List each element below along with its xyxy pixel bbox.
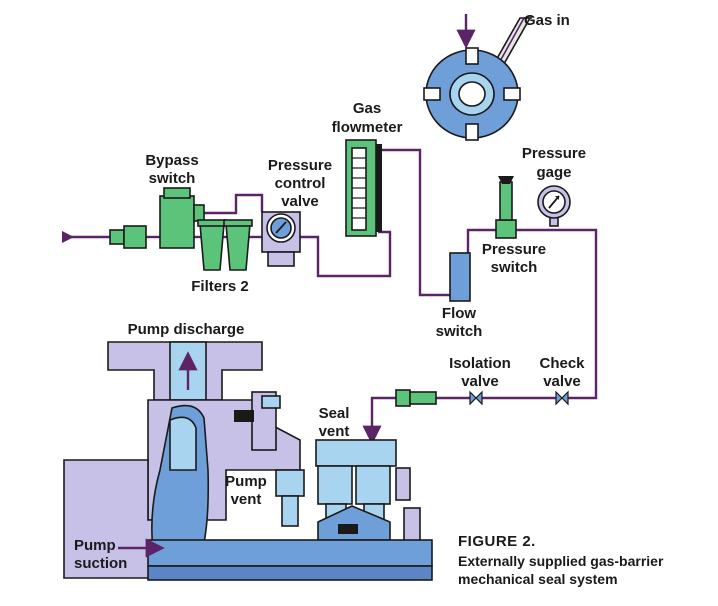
label-pressure-switch-2: switch xyxy=(491,259,538,276)
label-pump-vent-2: vent xyxy=(231,491,262,508)
gas-flowmeter xyxy=(345,139,382,237)
label-seal-vent-2: vent xyxy=(319,423,350,440)
label-pressure-control-valve-1: Pressure xyxy=(268,157,332,174)
label-check-valve-1: Check xyxy=(539,355,585,372)
label-pressure-switch-1: Pressure xyxy=(482,241,546,258)
label-gas-flowmeter-2: flowmeter xyxy=(332,119,403,136)
label-bypass-switch-1: Bypass xyxy=(145,152,198,169)
caption-title: FIGURE 2. xyxy=(458,533,536,550)
label-pump-vent-1: Pump xyxy=(225,473,267,490)
caption-line-2: mechanical seal system xyxy=(458,571,618,587)
figure-caption: FIGURE 2. Externally supplied gas-barrie… xyxy=(458,533,664,587)
label-flow-switch-1: Flow xyxy=(442,305,476,322)
inlet-arrow-icon xyxy=(62,231,74,243)
label-pump-suction-2: suction xyxy=(74,555,127,572)
isolation-valve xyxy=(469,390,483,406)
pressure-gage xyxy=(537,185,571,227)
gas-inlet-ring xyxy=(423,17,532,141)
pump xyxy=(63,341,433,581)
label-check-valve-2: valve xyxy=(543,373,581,390)
pressure-switch xyxy=(495,176,517,239)
label-pressure-gage-2: gage xyxy=(536,164,571,181)
label-pressure-control-valve-3: valve xyxy=(281,193,319,210)
flow-switch xyxy=(449,252,471,302)
label-isolation-valve-2: valve xyxy=(461,373,499,390)
label-filters: Filters 2 xyxy=(191,278,249,295)
label-pressure-gage-1: Pressure xyxy=(522,145,586,162)
label-gas-flowmeter-1: Gas xyxy=(353,100,381,117)
filters xyxy=(197,219,253,271)
bypass-switch xyxy=(159,187,205,249)
check-valve xyxy=(555,390,569,406)
labels: Gas in Gas flowmeter Bypass switch Press… xyxy=(74,12,586,572)
label-pump-discharge: Pump discharge xyxy=(128,321,245,338)
label-seal-vent-1: Seal xyxy=(319,405,350,422)
label-gas-in: Gas in xyxy=(524,12,570,29)
label-bypass-switch-2: switch xyxy=(149,170,196,187)
seal-line-connector xyxy=(395,389,437,407)
label-flow-switch-2: switch xyxy=(436,323,483,340)
label-pressure-control-valve-2: control xyxy=(275,175,326,192)
pressure-control-valve xyxy=(261,211,301,267)
caption-line-1: Externally supplied gas-barrier xyxy=(458,553,664,569)
inlet-connector xyxy=(109,225,147,249)
label-pump-suction-1: Pump xyxy=(74,537,116,554)
label-isolation-valve-1: Isolation xyxy=(449,355,511,372)
